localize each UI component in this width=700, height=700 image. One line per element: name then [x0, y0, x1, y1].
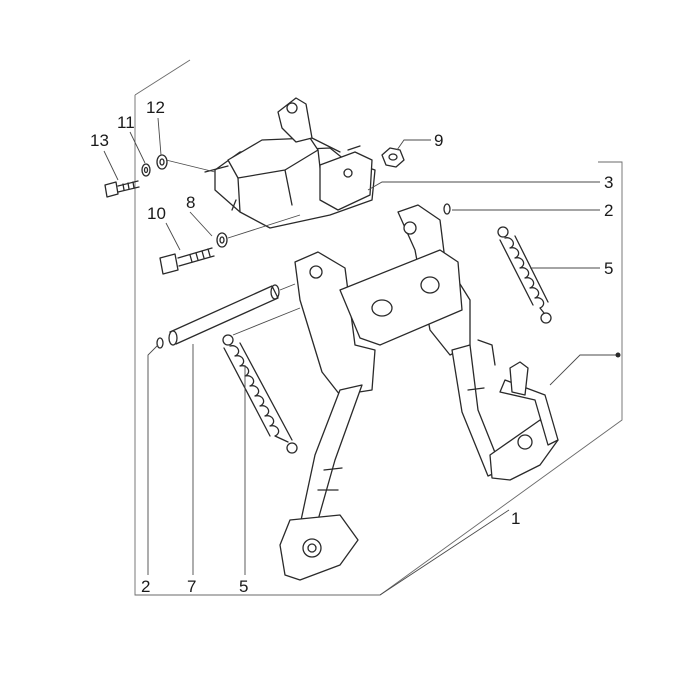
bolt-13 — [104, 180, 140, 198]
washer-8 — [216, 232, 228, 248]
washer-11 — [141, 163, 151, 177]
washer-12 — [156, 154, 168, 170]
circlip-right — [443, 203, 451, 215]
callout-11: 11 — [117, 113, 135, 132]
leader-dot — [615, 352, 621, 358]
center-stand — [279, 204, 559, 581]
callout-5-right: 5 — [604, 259, 613, 278]
callout-3: 3 — [604, 173, 613, 192]
callout-10: 10 — [147, 204, 166, 223]
assembly-boundary — [134, 95, 623, 596]
callout-9: 9 — [434, 131, 443, 150]
nut-9 — [381, 147, 405, 168]
assembly-boundary-top — [134, 59, 191, 96]
circlip-left — [156, 337, 164, 349]
shaft-7-axis — [279, 283, 296, 291]
callout-12: 12 — [146, 98, 165, 117]
bolt-10-axis — [227, 214, 301, 239]
shaft-7 — [168, 284, 280, 346]
callout-13: 13 — [90, 131, 109, 150]
spring-left — [222, 334, 298, 454]
callout-5-bottom: 5 — [239, 577, 248, 596]
bolt-10 — [159, 247, 215, 275]
callout-2-bottom: 2 — [141, 577, 150, 596]
callout-1: 1 — [511, 509, 520, 528]
leader-lines — [103, 117, 618, 596]
spring-left-axis — [232, 307, 301, 336]
spring-right — [497, 226, 552, 324]
callout-8: 8 — [186, 193, 195, 212]
callout-2-right: 2 — [604, 201, 613, 220]
callout-7: 7 — [187, 577, 196, 596]
bolt-13-axis — [165, 159, 216, 173]
mounting-bracket — [204, 97, 376, 229]
